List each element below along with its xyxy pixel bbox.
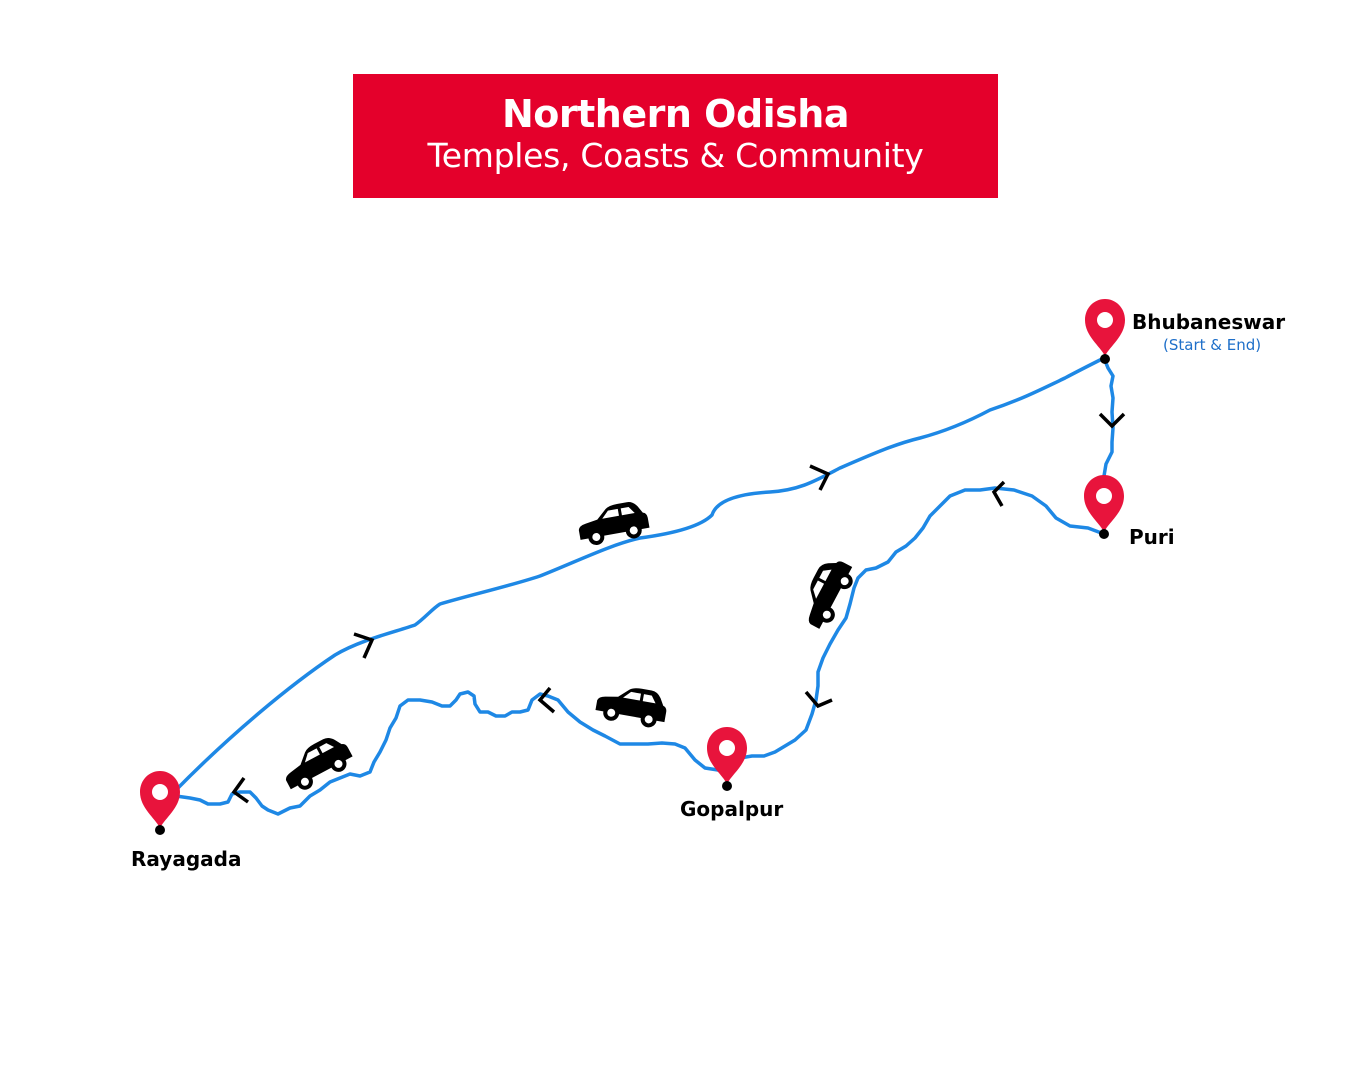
map-title: Northern Odisha [501,92,850,136]
location-dot [155,825,165,835]
direction-arrow [353,632,375,659]
location-pins [140,299,1125,835]
pin-puri [1084,475,1124,539]
map-pin-icon [1085,299,1125,356]
car-icon [793,553,860,633]
pin-rayagada [140,771,180,835]
location-dot [722,781,732,791]
route-gopalpur-to-rayagada [174,690,729,816]
direction-arrow [1098,412,1126,429]
direction-arrow [991,480,1006,507]
map-pin-icon [140,771,180,828]
route-rayagada-to-bhubaneswar [174,356,1106,792]
map-pin-icon [707,727,747,784]
car-icon [575,499,651,548]
direction-arrow [231,776,250,804]
location-dot [1099,529,1109,539]
map-subtitle: Temples, Coasts & Community [427,136,924,175]
direction-arrow [537,686,556,714]
pin-gopalpur [707,727,747,791]
label-bhubaneswar: Bhubaneswar [1132,310,1286,334]
car-icon [277,730,357,797]
label-bhubaneswar-note: (Start & End) [1163,336,1262,354]
title-banner: Northern Odisha Temples, Coasts & Commun… [353,74,998,198]
map-pin-icon [1084,475,1124,532]
label-gopalpur: Gopalpur [680,797,784,821]
pin-bhubaneswar [1085,299,1125,364]
direction-arrow [809,464,831,491]
direction-arrow [804,690,833,709]
route-puri-to-gopalpur [725,486,1106,776]
label-rayagada: Rayagada [131,847,242,871]
car-icon [594,681,670,731]
location-dot [1100,354,1110,364]
label-puri: Puri [1129,525,1175,549]
direction-arrows [231,412,1126,804]
